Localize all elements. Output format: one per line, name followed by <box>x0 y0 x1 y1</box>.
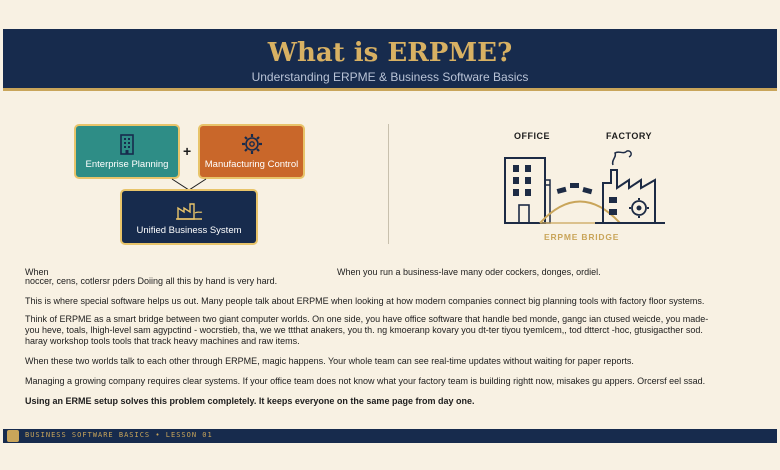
logo-icon <box>7 430 19 442</box>
plus-sign: + <box>183 143 192 159</box>
unified-business-system-box: Unified Business System <box>120 189 258 245</box>
factory-label: FACTORY <box>606 131 653 141</box>
para-2-line2: you heve, toals, lhigh-level sam agypcti… <box>25 325 703 335</box>
building-icon <box>120 134 134 155</box>
page-title: What is ERPME? <box>267 38 513 68</box>
header-banner: What is ERPME? Understanding ERPME & Bus… <box>3 29 777 91</box>
page-subtitle: Understanding ERPME & Business Software … <box>251 70 529 84</box>
para-3: When these two worlds talk to each other… <box>25 356 634 366</box>
footer-bar: BUSINESS SOFTWARE BASICS • LESSON 01 <box>3 429 777 443</box>
para-2-line3: haray workshop tools tools that track he… <box>25 336 300 346</box>
para-2-line1: Think of ERPME as a smart bridge between… <box>25 314 709 324</box>
enterprise-planning-label: Enterprise Planning <box>85 159 169 170</box>
factory-icon <box>595 150 665 224</box>
para-line2: noccer, cens, cotlersr pders Doiing all … <box>25 276 278 286</box>
para-line1-left: When <box>25 267 49 277</box>
footer-text: BUSINESS SOFTWARE BASICS • LESSON 01 <box>25 431 213 439</box>
office-factory-bridge-illustration <box>504 150 665 224</box>
para-5: Using an ERME setup solves this problem … <box>25 396 475 406</box>
factory-hands-icon <box>176 202 203 220</box>
bridge-label: ERPME BRIDGE <box>544 232 620 242</box>
manufacturing-control-box: Manufacturing Control <box>198 124 305 179</box>
office-label: OFFICE <box>514 131 550 141</box>
manufacturing-control-label: Manufacturing Control <box>204 159 299 170</box>
para-1: This is where special software helps us … <box>25 296 705 306</box>
bridge-arc <box>539 183 621 224</box>
office-building-icon <box>504 157 551 224</box>
gear-cog-icon <box>241 134 262 154</box>
para-line1-right: When you run a business-lave many oder c… <box>337 267 601 277</box>
unified-business-system-label: Unified Business System <box>136 224 242 236</box>
enterprise-planning-box: Enterprise Planning <box>74 124 180 179</box>
para-4: Managing a growing company requires clea… <box>25 376 706 386</box>
section-divider <box>388 124 389 244</box>
